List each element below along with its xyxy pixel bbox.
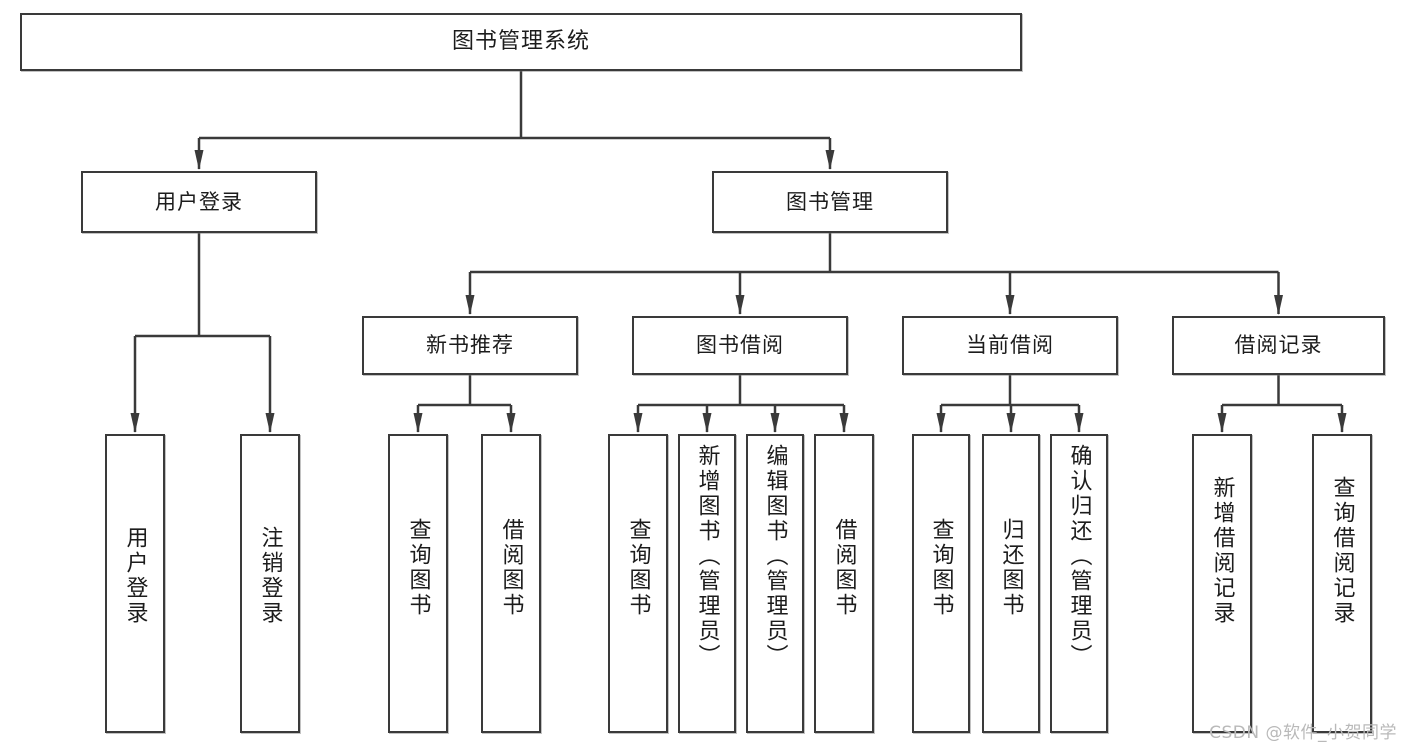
node-leaf-logout-label: 注销登录	[257, 526, 283, 626]
arrow-head	[735, 295, 745, 315]
arrow-head	[839, 413, 849, 433]
node-leaf-logout: 注销登录	[240, 434, 300, 733]
arrow-head	[506, 413, 516, 433]
arrow-head	[265, 413, 275, 433]
arrow-head	[770, 413, 780, 433]
watermark: CSDN @软件_小贺同学	[1209, 723, 1397, 743]
arrow-head	[936, 413, 946, 433]
arrow-head	[825, 150, 835, 170]
arrow-head	[1217, 413, 1227, 433]
node-leaf-borrow-book-1: 借阅图书	[481, 434, 541, 733]
arrow-head	[633, 413, 643, 433]
node-leaf-edit-book-label: 编辑图书（管理员）	[762, 444, 788, 669]
arrow-head	[1006, 413, 1016, 433]
node-leaf-query-book-2-label: 查询图书	[625, 518, 651, 618]
node-leaf-borrow-book-1-label: 借阅图书	[498, 518, 524, 618]
node-leaf-query-book-1: 查询图书	[388, 434, 448, 733]
node-leaf-borrow-book-2-label: 借阅图书	[831, 518, 857, 618]
node-leaf-borrow-book-2: 借阅图书	[814, 434, 874, 733]
node-borrow-record: 借阅记录	[1172, 316, 1385, 375]
node-leaf-return-book-label: 归还图书	[998, 518, 1024, 618]
node-leaf-confirm-return-label: 确认归还（管理员）	[1066, 444, 1092, 669]
node-root-label: 图书管理系统	[451, 29, 590, 55]
arrow-head	[1274, 295, 1283, 315]
node-leaf-return-book: 归还图书	[982, 434, 1040, 733]
node-book-manage-label: 图书管理	[786, 189, 874, 214]
node-leaf-edit-book: 编辑图书（管理员）	[746, 434, 804, 733]
node-leaf-user-login: 用户登录	[105, 434, 165, 733]
node-book-manage: 图书管理	[712, 171, 948, 233]
arrow-head	[465, 295, 475, 315]
arrow-head	[1074, 413, 1084, 433]
node-leaf-add-record: 新增借阅记录	[1192, 434, 1252, 733]
node-borrow-record-label: 借阅记录	[1234, 333, 1323, 358]
node-book-borrow-label: 图书借阅	[696, 333, 784, 358]
arrow-head	[194, 150, 204, 170]
node-leaf-query-book-3-label: 查询图书	[928, 518, 954, 618]
node-leaf-query-book-2: 查询图书	[608, 434, 668, 733]
node-current-borrow-label: 当前借阅	[966, 333, 1054, 358]
arrow-head	[413, 413, 423, 433]
node-new-book-rec-label: 新书推荐	[426, 333, 514, 358]
arrow-head	[1005, 295, 1015, 315]
node-book-borrow: 图书借阅	[632, 316, 848, 375]
node-user-login-label: 用户登录	[155, 189, 243, 214]
arrow-head	[130, 413, 140, 433]
node-leaf-user-login-label: 用户登录	[122, 526, 148, 626]
node-leaf-add-book-label: 新增图书（管理员）	[694, 444, 720, 669]
node-leaf-add-record-label: 新增借阅记录	[1209, 476, 1235, 626]
node-leaf-query-record-label: 查询借阅记录	[1329, 476, 1355, 626]
arrow-head	[1337, 413, 1347, 433]
node-leaf-query-book-3: 查询图书	[912, 434, 970, 733]
node-root: 图书管理系统	[20, 13, 1022, 71]
node-leaf-confirm-return: 确认归还（管理员）	[1050, 434, 1108, 733]
node-current-borrow: 当前借阅	[902, 316, 1118, 375]
node-leaf-query-record: 查询借阅记录	[1312, 434, 1372, 733]
node-user-login: 用户登录	[81, 171, 317, 233]
node-new-book-rec: 新书推荐	[362, 316, 578, 375]
node-leaf-add-book: 新增图书（管理员）	[678, 434, 736, 733]
arrow-head	[702, 413, 712, 433]
node-leaf-query-book-1-label: 查询图书	[405, 518, 431, 618]
